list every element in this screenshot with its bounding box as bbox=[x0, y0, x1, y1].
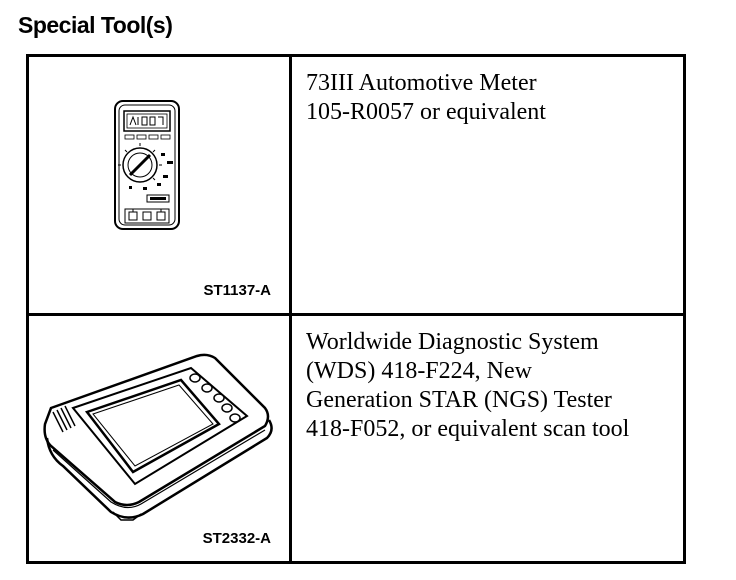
tool-image-cell: ST1137-A bbox=[29, 57, 289, 313]
scan-tool-icon bbox=[43, 353, 273, 521]
tool-description-cell: Worldwide Diagnostic System (WDS) 418-F2… bbox=[292, 316, 683, 561]
tool-code: ST2332-A bbox=[202, 530, 271, 547]
tool-description: Worldwide Diagnostic System (WDS) 418-F2… bbox=[306, 329, 630, 442]
row-divider bbox=[29, 313, 683, 316]
tool-code: ST1137-A bbox=[203, 282, 271, 299]
tool-image-cell: ST2332-A bbox=[29, 316, 289, 561]
multimeter-icon bbox=[114, 100, 180, 230]
column-divider bbox=[289, 57, 292, 561]
page-title: Special Tool(s) bbox=[18, 12, 173, 38]
special-tools-table: ST1137-A 73III Automotive Meter 105-R005… bbox=[26, 54, 686, 564]
tool-description: 73III Automotive Meter 105-R0057 or equi… bbox=[306, 70, 546, 125]
tool-description-cell: 73III Automotive Meter 105-R0057 or equi… bbox=[292, 57, 683, 313]
